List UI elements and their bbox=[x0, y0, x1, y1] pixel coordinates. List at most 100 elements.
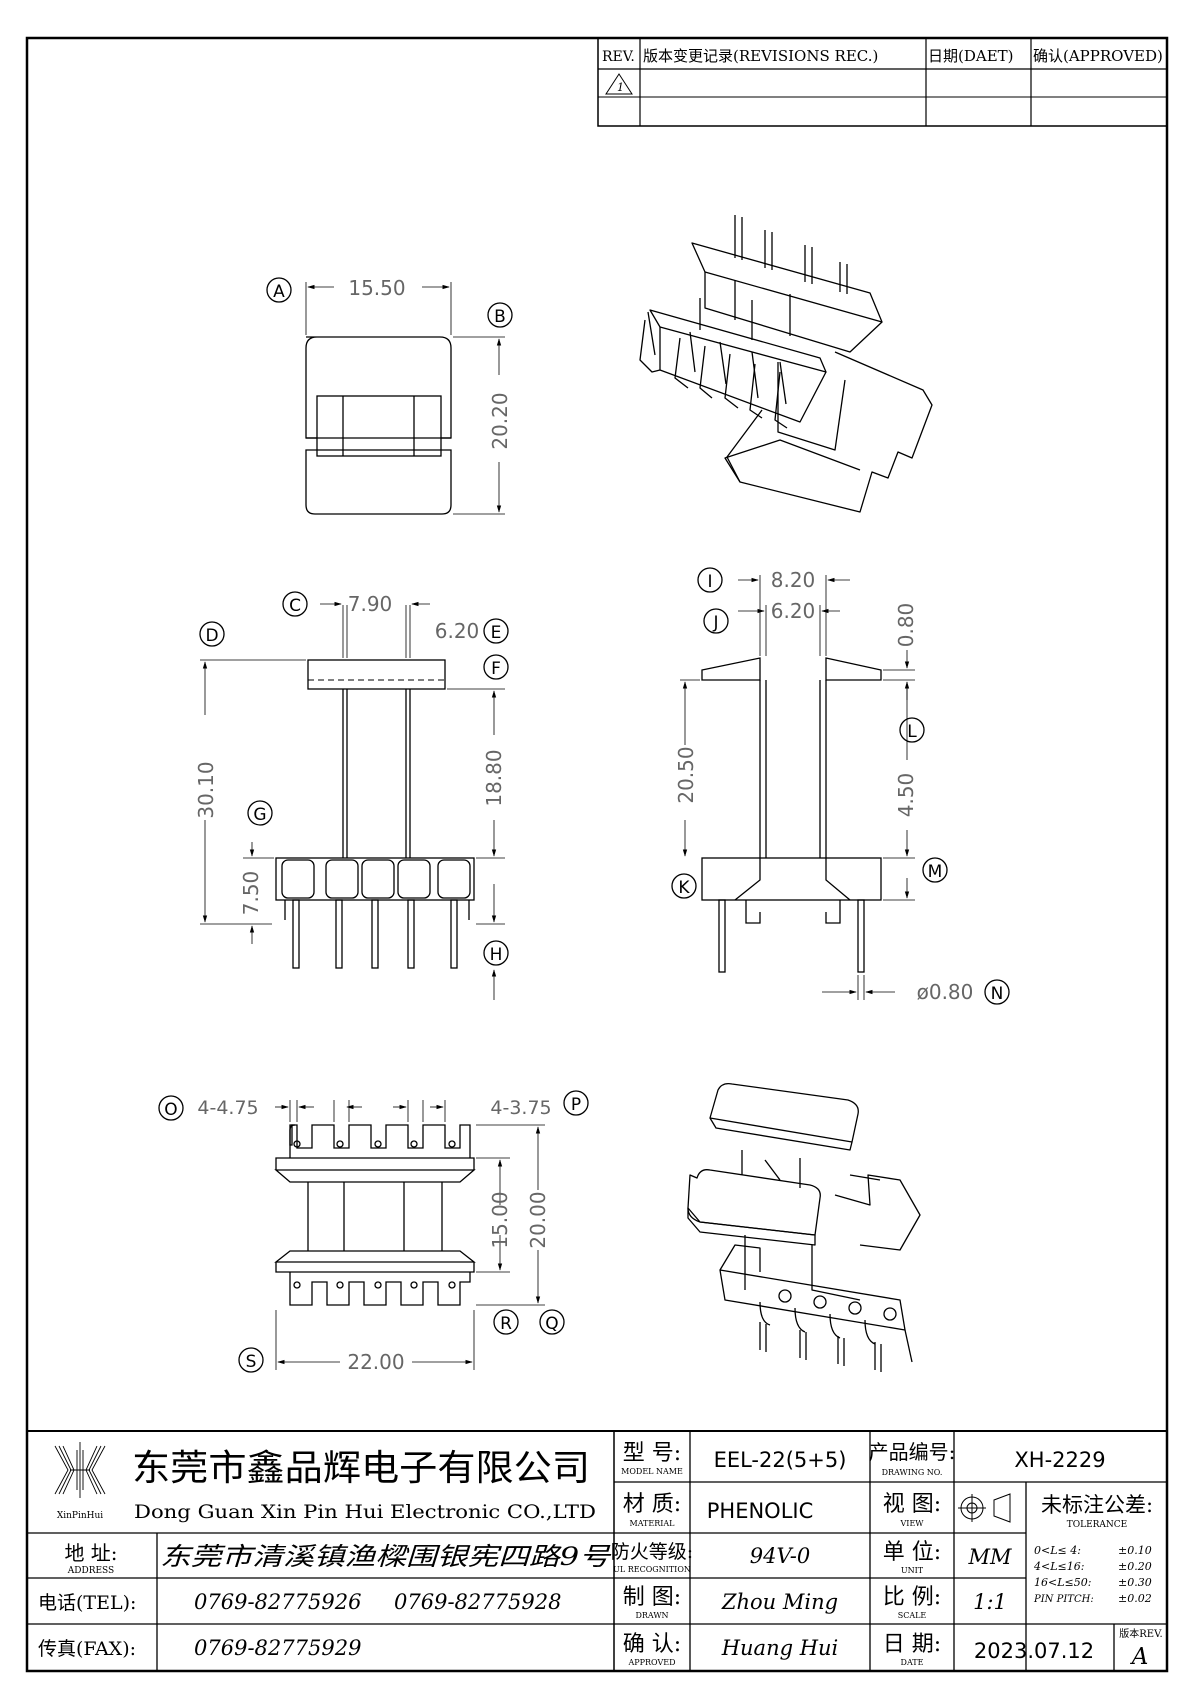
material-sub: MATERIAL bbox=[630, 1519, 676, 1528]
dim-8-20: 8.20 bbox=[771, 568, 816, 592]
svg-text:Q: Q bbox=[545, 1314, 558, 1334]
tel-label: 电话(TEL): bbox=[38, 1592, 136, 1614]
label-r: R bbox=[493, 1309, 519, 1335]
tolerance-range: 16<L≤50: bbox=[1034, 1576, 1091, 1589]
svg-text:A: A bbox=[273, 282, 285, 302]
svg-text:S: S bbox=[246, 1352, 257, 1372]
view-sub: VIEW bbox=[900, 1519, 925, 1528]
dim-30-10: 30.10 bbox=[194, 761, 218, 818]
svg-text:J: J bbox=[712, 613, 718, 633]
version-label: 版本REV. bbox=[1119, 1627, 1162, 1640]
svg-text:G: G bbox=[253, 805, 266, 825]
svg-text:F: F bbox=[491, 659, 501, 679]
revision-table bbox=[597, 37, 1168, 127]
label-d: D bbox=[199, 621, 225, 647]
tolerance-sub: TOLERANCE bbox=[1067, 1520, 1128, 1530]
label-n: N bbox=[984, 979, 1010, 1005]
label-g: G bbox=[247, 800, 273, 826]
version-value: A bbox=[1130, 1644, 1149, 1670]
model-value: EEL-22(5+5) bbox=[714, 1448, 847, 1472]
scale-value: 1:1 bbox=[973, 1590, 1007, 1614]
label-p: P bbox=[563, 1090, 589, 1116]
tolerance-range: 4<L≤16: bbox=[1033, 1560, 1084, 1573]
dim-width-15-50: 15.50 bbox=[348, 276, 405, 300]
approved-sub: APPROVED bbox=[627, 1658, 675, 1667]
tel-1: 0769-82775926 bbox=[194, 1590, 361, 1614]
label-i: I bbox=[697, 567, 723, 593]
company-name-cn: 东莞市鑫品辉电子有限公司 bbox=[132, 1448, 590, 1489]
unit-label: 单 位: bbox=[883, 1540, 941, 1565]
svg-text:D: D bbox=[205, 626, 218, 646]
address-sub: ADDRESS bbox=[67, 1566, 114, 1576]
label-e: E bbox=[483, 618, 509, 644]
title-block-grid bbox=[27, 1430, 1167, 1671]
isometric-view-bottom bbox=[687, 1082, 921, 1372]
svg-text:E: E bbox=[491, 623, 502, 643]
drawing-no-sub: DRAWING NO. bbox=[882, 1468, 943, 1477]
rev-header: REV. bbox=[602, 49, 635, 65]
fax-value: 0769-82775929 bbox=[194, 1636, 361, 1660]
front-view bbox=[200, 601, 505, 1000]
revisions-header: 版本变更记录(REVISIONS REC.) bbox=[643, 47, 878, 65]
revision-triangle-icon bbox=[605, 73, 633, 95]
fax-label: 传真(FAX): bbox=[38, 1638, 136, 1660]
label-o: O bbox=[158, 1095, 184, 1121]
drawn-label: 制 图: bbox=[623, 1585, 681, 1610]
svg-text:N: N bbox=[991, 984, 1004, 1004]
fire-sub: UL RECOGNITION bbox=[613, 1565, 691, 1574]
scale-label: 比 例: bbox=[883, 1585, 941, 1610]
tolerance-value: ±0.02 bbox=[1118, 1592, 1152, 1605]
address-label: 地 址: bbox=[64, 1541, 117, 1565]
label-c: C bbox=[282, 591, 308, 617]
drawn-sub: DRAWN bbox=[635, 1611, 668, 1620]
dim-4-50: 4.50 bbox=[894, 773, 918, 818]
side-view bbox=[680, 575, 915, 1000]
label-s: S bbox=[238, 1347, 264, 1373]
label-q: Q bbox=[539, 1309, 565, 1335]
dim-7-50: 7.50 bbox=[239, 871, 263, 916]
svg-text:B: B bbox=[494, 307, 506, 327]
model-sub: MODEL NAME bbox=[621, 1467, 683, 1476]
dim-22-00: 22.00 bbox=[347, 1350, 404, 1374]
drawn-value: Zhou Ming bbox=[721, 1590, 838, 1614]
model-label: 型 号: bbox=[623, 1441, 681, 1466]
approved-value: Huang Hui bbox=[721, 1636, 839, 1660]
label-k: K bbox=[671, 873, 697, 899]
svg-text:C: C bbox=[289, 596, 301, 616]
svg-text:R: R bbox=[500, 1314, 512, 1334]
dim-0-80: 0.80 bbox=[894, 603, 918, 648]
tolerance-label: 未标注公差: bbox=[1041, 1493, 1153, 1517]
tolerance-range: 0<L≤ 4: bbox=[1034, 1544, 1081, 1557]
tolerance-range: PIN PITCH: bbox=[1033, 1594, 1094, 1605]
svg-text:L: L bbox=[907, 722, 917, 742]
dim-6-20-side: 6.20 bbox=[771, 599, 816, 623]
company-name-en: Dong Guan Xin Pin Hui Electronic CO.,LTD bbox=[134, 1501, 596, 1523]
view-label: 视 图: bbox=[883, 1492, 941, 1517]
dim-4-3-75: 4-3.75 bbox=[490, 1097, 551, 1119]
label-b: B bbox=[487, 302, 513, 328]
date-sub: DATE bbox=[901, 1658, 924, 1667]
dim-15-00: 15.00 bbox=[488, 1191, 512, 1248]
sheet-border bbox=[25, 36, 1169, 1673]
label-h: H bbox=[483, 940, 509, 966]
material-value: PHENOLIC bbox=[707, 1499, 814, 1523]
date-label: 日 期: bbox=[883, 1632, 941, 1657]
dim-7-90: 7.90 bbox=[348, 592, 393, 616]
svg-text:M: M bbox=[928, 862, 943, 882]
svg-text:O: O bbox=[164, 1100, 177, 1120]
projection-symbol-icon bbox=[958, 1493, 1011, 1523]
dim-18-80: 18.80 bbox=[482, 749, 506, 806]
scale-sub: SCALE bbox=[898, 1611, 927, 1620]
label-f: F bbox=[483, 654, 509, 680]
dim-20-00: 20.00 bbox=[526, 1191, 550, 1248]
dim-6-20: 6.20 bbox=[435, 619, 480, 643]
tel-2: 0769-82775928 bbox=[394, 1590, 561, 1614]
dim-height-20-20: 20.20 bbox=[488, 392, 512, 449]
label-l: L bbox=[899, 717, 925, 743]
label-a: A bbox=[266, 277, 292, 303]
tolerance-value: ±0.20 bbox=[1118, 1560, 1152, 1573]
fire-value: 94V-0 bbox=[750, 1544, 810, 1568]
unit-value: MM bbox=[967, 1545, 1012, 1569]
